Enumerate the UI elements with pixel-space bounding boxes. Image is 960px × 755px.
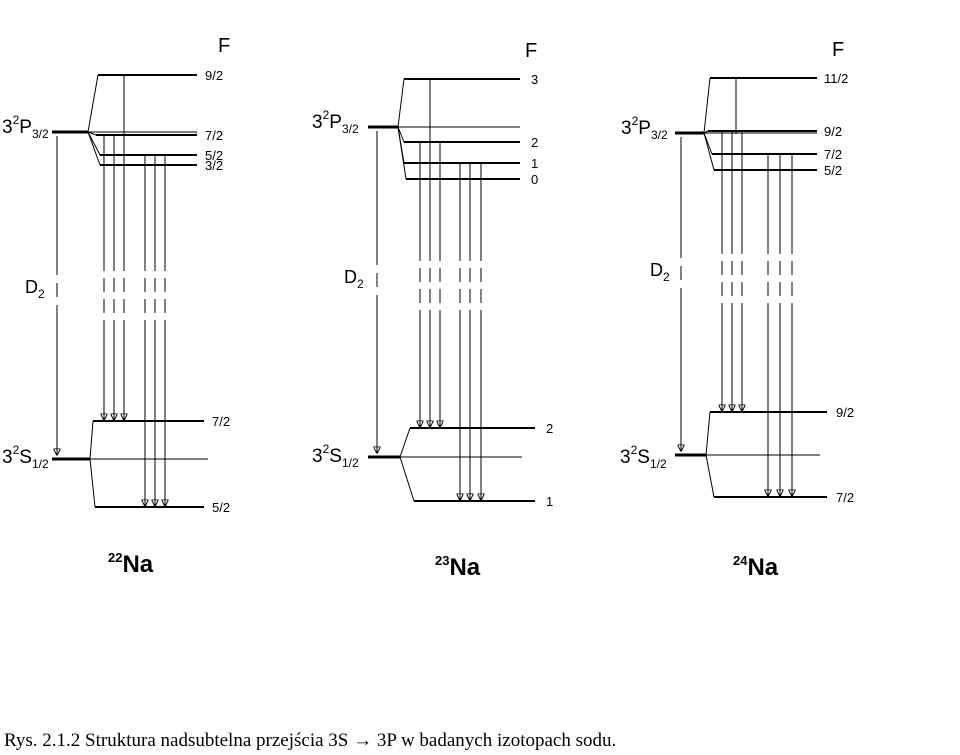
d2-label: D2 [650,260,670,284]
state-p-label: 32P3/2 [621,114,668,142]
upper-level-label: 5/2 [824,163,842,178]
state-p-label: 32P3/2 [2,113,49,141]
upper-level-label: 7/2 [205,128,223,143]
f-header: F [525,40,537,62]
state-s-label: 32S1/2 [2,443,49,471]
lower-level-label: 7/2 [836,490,854,505]
fan-line [399,427,411,458]
fan-line [87,74,99,133]
fan-line [397,126,407,180]
upper-level-label: 5/2 [205,148,223,163]
upper-level-label: 9/2 [205,68,223,83]
f-header: F [832,39,844,61]
state-p-label: 32P3/2 [312,108,359,136]
isotope-label: 22Na [108,550,154,578]
fan-line [397,126,405,143]
upper-level-label: 1 [531,156,538,171]
fan-line [399,456,415,502]
d2-label: D2 [25,277,45,301]
upper-level-label: 3/2 [205,158,223,173]
fan-line [397,78,405,128]
isotope-label: 23Na [435,553,481,581]
figure-caption: Rys. 2.1.2 Struktura nadsubtelna przejśc… [4,730,617,751]
lower-level-label: 9/2 [836,405,854,420]
upper-level-label: 7/2 [824,147,842,162]
upper-level-label: 9/2 [824,124,842,139]
fan-line [703,77,711,134]
lower-level-label: 1 [546,494,553,509]
isotope-label: 24Na [733,553,779,581]
fan-line [87,131,101,166]
state-s-label: 32S1/2 [312,442,359,470]
fan-line [89,420,94,460]
d2-label: D2 [344,267,364,291]
fan-line [89,458,96,508]
fan-line [87,131,101,156]
fan-line [705,411,711,456]
f-header: F [218,35,230,57]
lower-level-label: 7/2 [212,414,230,429]
upper-level-label: 0 [531,172,538,187]
upper-level-label: 2 [531,135,538,150]
state-s-label: 32S1/2 [620,443,667,471]
lower-level-label: 2 [546,421,553,436]
fan-line [703,132,715,171]
fan-line [705,454,715,498]
fan-line [87,131,97,136]
lower-level-label: 5/2 [212,500,230,515]
fan-line [703,130,709,134]
upper-level-label: 11/2 [824,71,848,86]
upper-level-label: 3 [531,72,538,87]
